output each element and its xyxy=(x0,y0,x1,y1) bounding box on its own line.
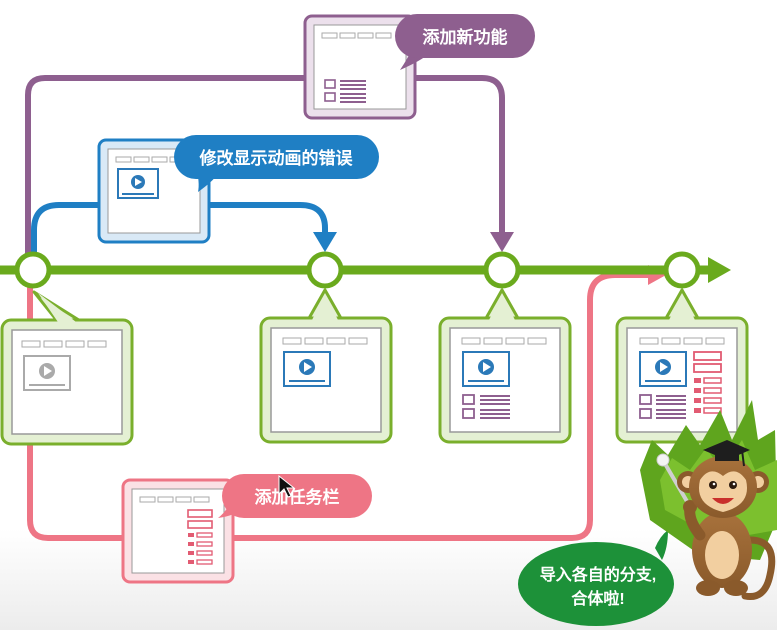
mouse-cursor-icon xyxy=(278,474,296,498)
merge-label-line-1: 导入各自的分支, xyxy=(540,565,656,584)
video-player-icon xyxy=(283,351,331,387)
callout-after-bugfix xyxy=(259,288,393,444)
callout-initial-state xyxy=(0,290,134,446)
monkey-mascot-icon xyxy=(640,400,777,601)
feature-branch-window xyxy=(303,14,417,120)
video-player-icon xyxy=(23,355,71,391)
main-branch-arrowhead xyxy=(708,257,731,283)
taskbar-icon xyxy=(187,509,213,565)
video-player-icon xyxy=(639,351,687,387)
list-icon xyxy=(462,394,510,419)
commit-node-1 xyxy=(14,251,52,289)
video-player-icon xyxy=(462,351,510,387)
taskbar-icon xyxy=(693,351,722,414)
feature-branch-arrowhead xyxy=(490,232,514,252)
add-taskbar-bubble: 添加任务栏 xyxy=(218,474,372,518)
add-feature-bubble: 添加新功能 xyxy=(395,14,535,70)
taskbar-branch-line xyxy=(27,272,651,541)
callout-merged xyxy=(615,288,749,444)
commit-node-2 xyxy=(306,251,344,289)
list-icon xyxy=(324,79,366,103)
merge-bubble: 导入各自的分支, 合体啦! xyxy=(518,530,674,626)
commit-node-3 xyxy=(483,251,521,289)
bugfix-branch-arrowhead xyxy=(313,232,337,252)
fix-animation-bubble: 修改显示动画的错误 xyxy=(174,135,379,192)
taskbar-branch-window xyxy=(121,478,235,584)
fix-animation-label: 修改显示动画的错误 xyxy=(199,148,354,168)
commit-node-4 xyxy=(663,251,701,289)
list-icon xyxy=(639,394,686,419)
add-taskbar-label: 添加任务栏 xyxy=(255,487,340,507)
video-player-icon xyxy=(117,168,159,199)
feature-branch-line xyxy=(25,75,505,273)
callout-after-feature xyxy=(438,288,572,444)
add-feature-label: 添加新功能 xyxy=(423,27,508,47)
merge-label-line-2: 合体啦! xyxy=(571,589,624,608)
